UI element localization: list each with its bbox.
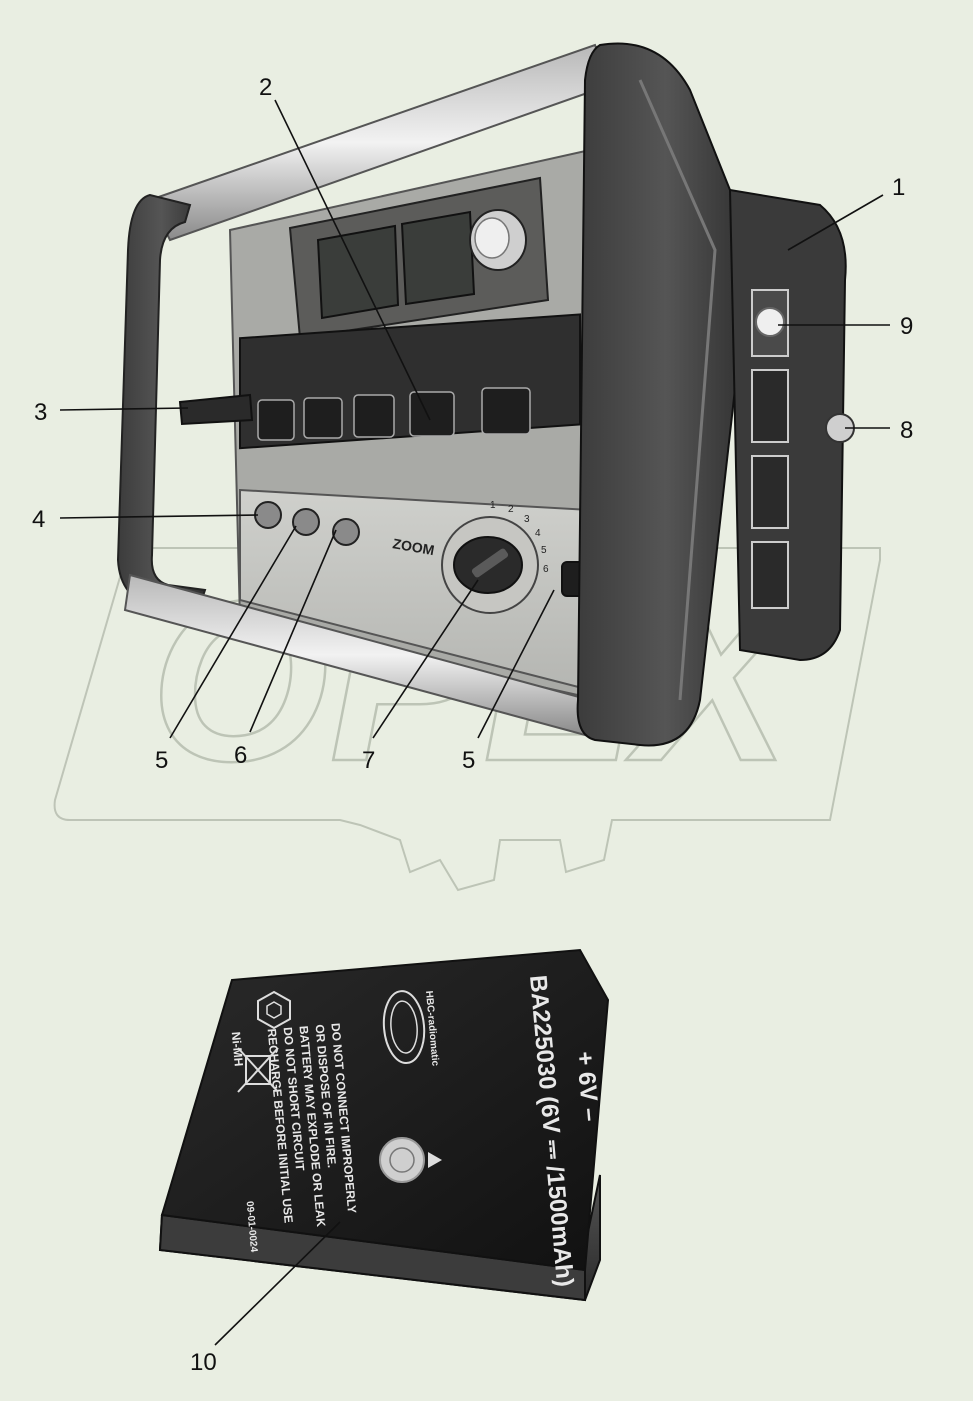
leader-3 <box>59 407 189 411</box>
toggle-switch-2 <box>292 508 320 536</box>
battery-pack: + 6V – BA225030 (6V ⎓ /1500mAh) DO NOT C… <box>158 948 610 1302</box>
leader-5b <box>477 589 555 739</box>
side-slot-3 <box>751 455 789 529</box>
dial-tick-5: 5 <box>541 545 547 556</box>
knob-pointer <box>471 548 509 578</box>
lever-2 <box>303 397 343 439</box>
leader-7 <box>372 579 479 739</box>
display-screen-right <box>400 210 476 306</box>
leader-10 <box>214 1221 341 1346</box>
callout-7: 7 <box>362 747 375 774</box>
leader-4 <box>59 514 259 519</box>
zoom-label: ZOOM <box>391 535 435 558</box>
right-handle-frame <box>576 42 755 747</box>
lever-5 <box>481 387 531 435</box>
leader-lines <box>59 99 890 1346</box>
recycle-hex-icon <box>257 990 291 1030</box>
callout-3: 3 <box>34 399 47 426</box>
dial-tick-2: 2 <box>508 504 514 515</box>
leader-6 <box>249 529 337 733</box>
battery-chemistry-label: Ni-MH <box>229 1031 246 1067</box>
lever-1 <box>257 399 295 441</box>
callout-5-left: 5 <box>155 747 168 774</box>
callout-9: 9 <box>900 313 913 340</box>
leader-2 <box>274 99 431 421</box>
callout-4: 4 <box>32 506 45 533</box>
callout-1: 1 <box>892 174 905 201</box>
dial-tick-1: 1 <box>490 500 496 511</box>
leader-1 <box>787 194 884 251</box>
crossed-bin-icon <box>237 1047 279 1093</box>
toggle-switch-3 <box>332 518 360 546</box>
certification-seal-icon <box>379 1137 442 1183</box>
callout-numbers: 1 2 3 4 5 6 7 5 8 9 10 <box>32 74 913 1376</box>
lever-3 <box>353 394 395 438</box>
lever-4 <box>409 391 455 437</box>
toggle-switch-1 <box>254 501 282 529</box>
dial-tick-6: 6 <box>543 564 549 575</box>
selector-knob-cap <box>474 217 510 259</box>
callout-5-right: 5 <box>462 747 475 774</box>
callout-2: 2 <box>259 74 272 101</box>
side-lever-arm <box>178 393 254 426</box>
callout-10: 10 <box>190 1349 217 1376</box>
battery-serial-label: 09-01-0024 <box>244 1201 259 1253</box>
side-slot-4 <box>751 541 789 609</box>
lever-row <box>178 313 581 450</box>
dial-tick-3: 3 <box>524 514 530 525</box>
callout-6: 6 <box>234 742 247 769</box>
leader-5a <box>169 525 297 739</box>
side-slot-2 <box>751 369 789 443</box>
right-frame-inner-highlight <box>638 79 717 701</box>
start-button <box>755 307 785 337</box>
callout-8: 8 <box>900 417 913 444</box>
battery-top-face <box>160 948 610 1272</box>
dial-tick-4: 4 <box>535 528 541 539</box>
battery-voltage-label: + 6V – <box>571 1050 604 1122</box>
